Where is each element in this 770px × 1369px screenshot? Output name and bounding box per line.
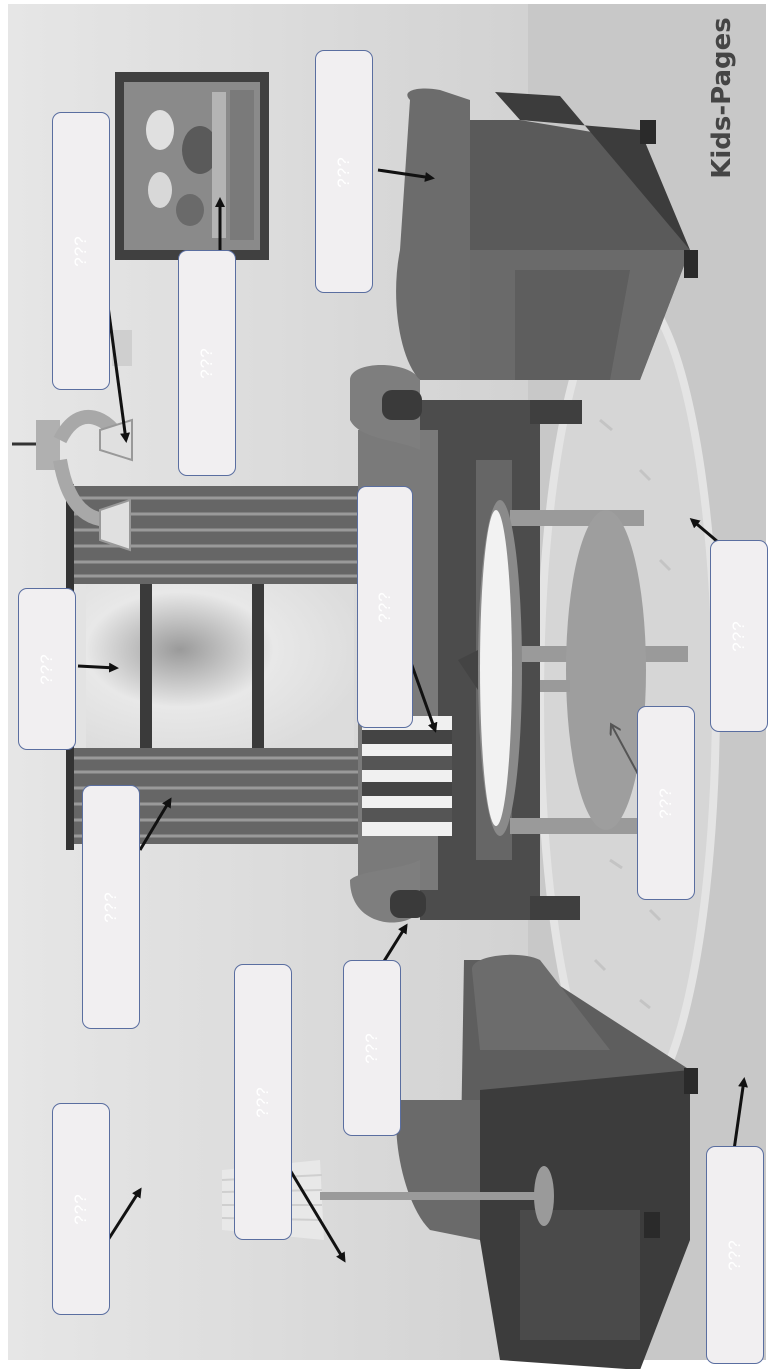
label-box-rug[interactable]: ??? (710, 540, 768, 732)
label-box-picture[interactable]: ??? (178, 250, 236, 476)
label-box-sofa[interactable]: ??? (343, 960, 401, 1136)
label-text: ??? (101, 891, 120, 923)
label-text: ??? (375, 591, 394, 623)
label-text: ??? (362, 1032, 381, 1064)
logo-text: Kids-Pages (707, 17, 737, 179)
label-text: ??? (37, 653, 56, 685)
label-box-cushion[interactable]: ??? (357, 486, 413, 728)
armchair-bottom (396, 954, 698, 1369)
armchair-top (396, 88, 698, 380)
label-box-curtain[interactable]: ??? (82, 785, 140, 1029)
label-text: ??? (253, 1086, 272, 1118)
label-text: ??? (71, 1193, 90, 1225)
label-text: ??? (197, 347, 216, 379)
label-box-table[interactable]: ??? (637, 706, 695, 900)
label-text: ??? (729, 620, 748, 652)
window (86, 584, 354, 748)
label-box-wall[interactable]: ??? (52, 1103, 110, 1315)
label-text: ??? (71, 235, 90, 267)
label-box-window[interactable]: ??? (18, 588, 76, 750)
pointer-arrow-grey (612, 726, 639, 775)
wall-lamp (12, 330, 133, 552)
coffee-table (458, 500, 688, 836)
label-text: ??? (725, 1239, 744, 1271)
wall-picture (115, 72, 269, 260)
label-text: ??? (334, 155, 353, 188)
label-box-floor[interactable]: ??? (706, 1146, 764, 1364)
label-box-floor-lamp[interactable]: ??? (234, 964, 292, 1240)
kids-pages-logo: Kids-Pages (682, 8, 762, 188)
label-box-lamp[interactable]: ??? (52, 112, 110, 390)
cushion (362, 716, 452, 836)
label-box-picture-right[interactable]: ??? (315, 50, 373, 293)
label-text: ??? (656, 787, 675, 819)
